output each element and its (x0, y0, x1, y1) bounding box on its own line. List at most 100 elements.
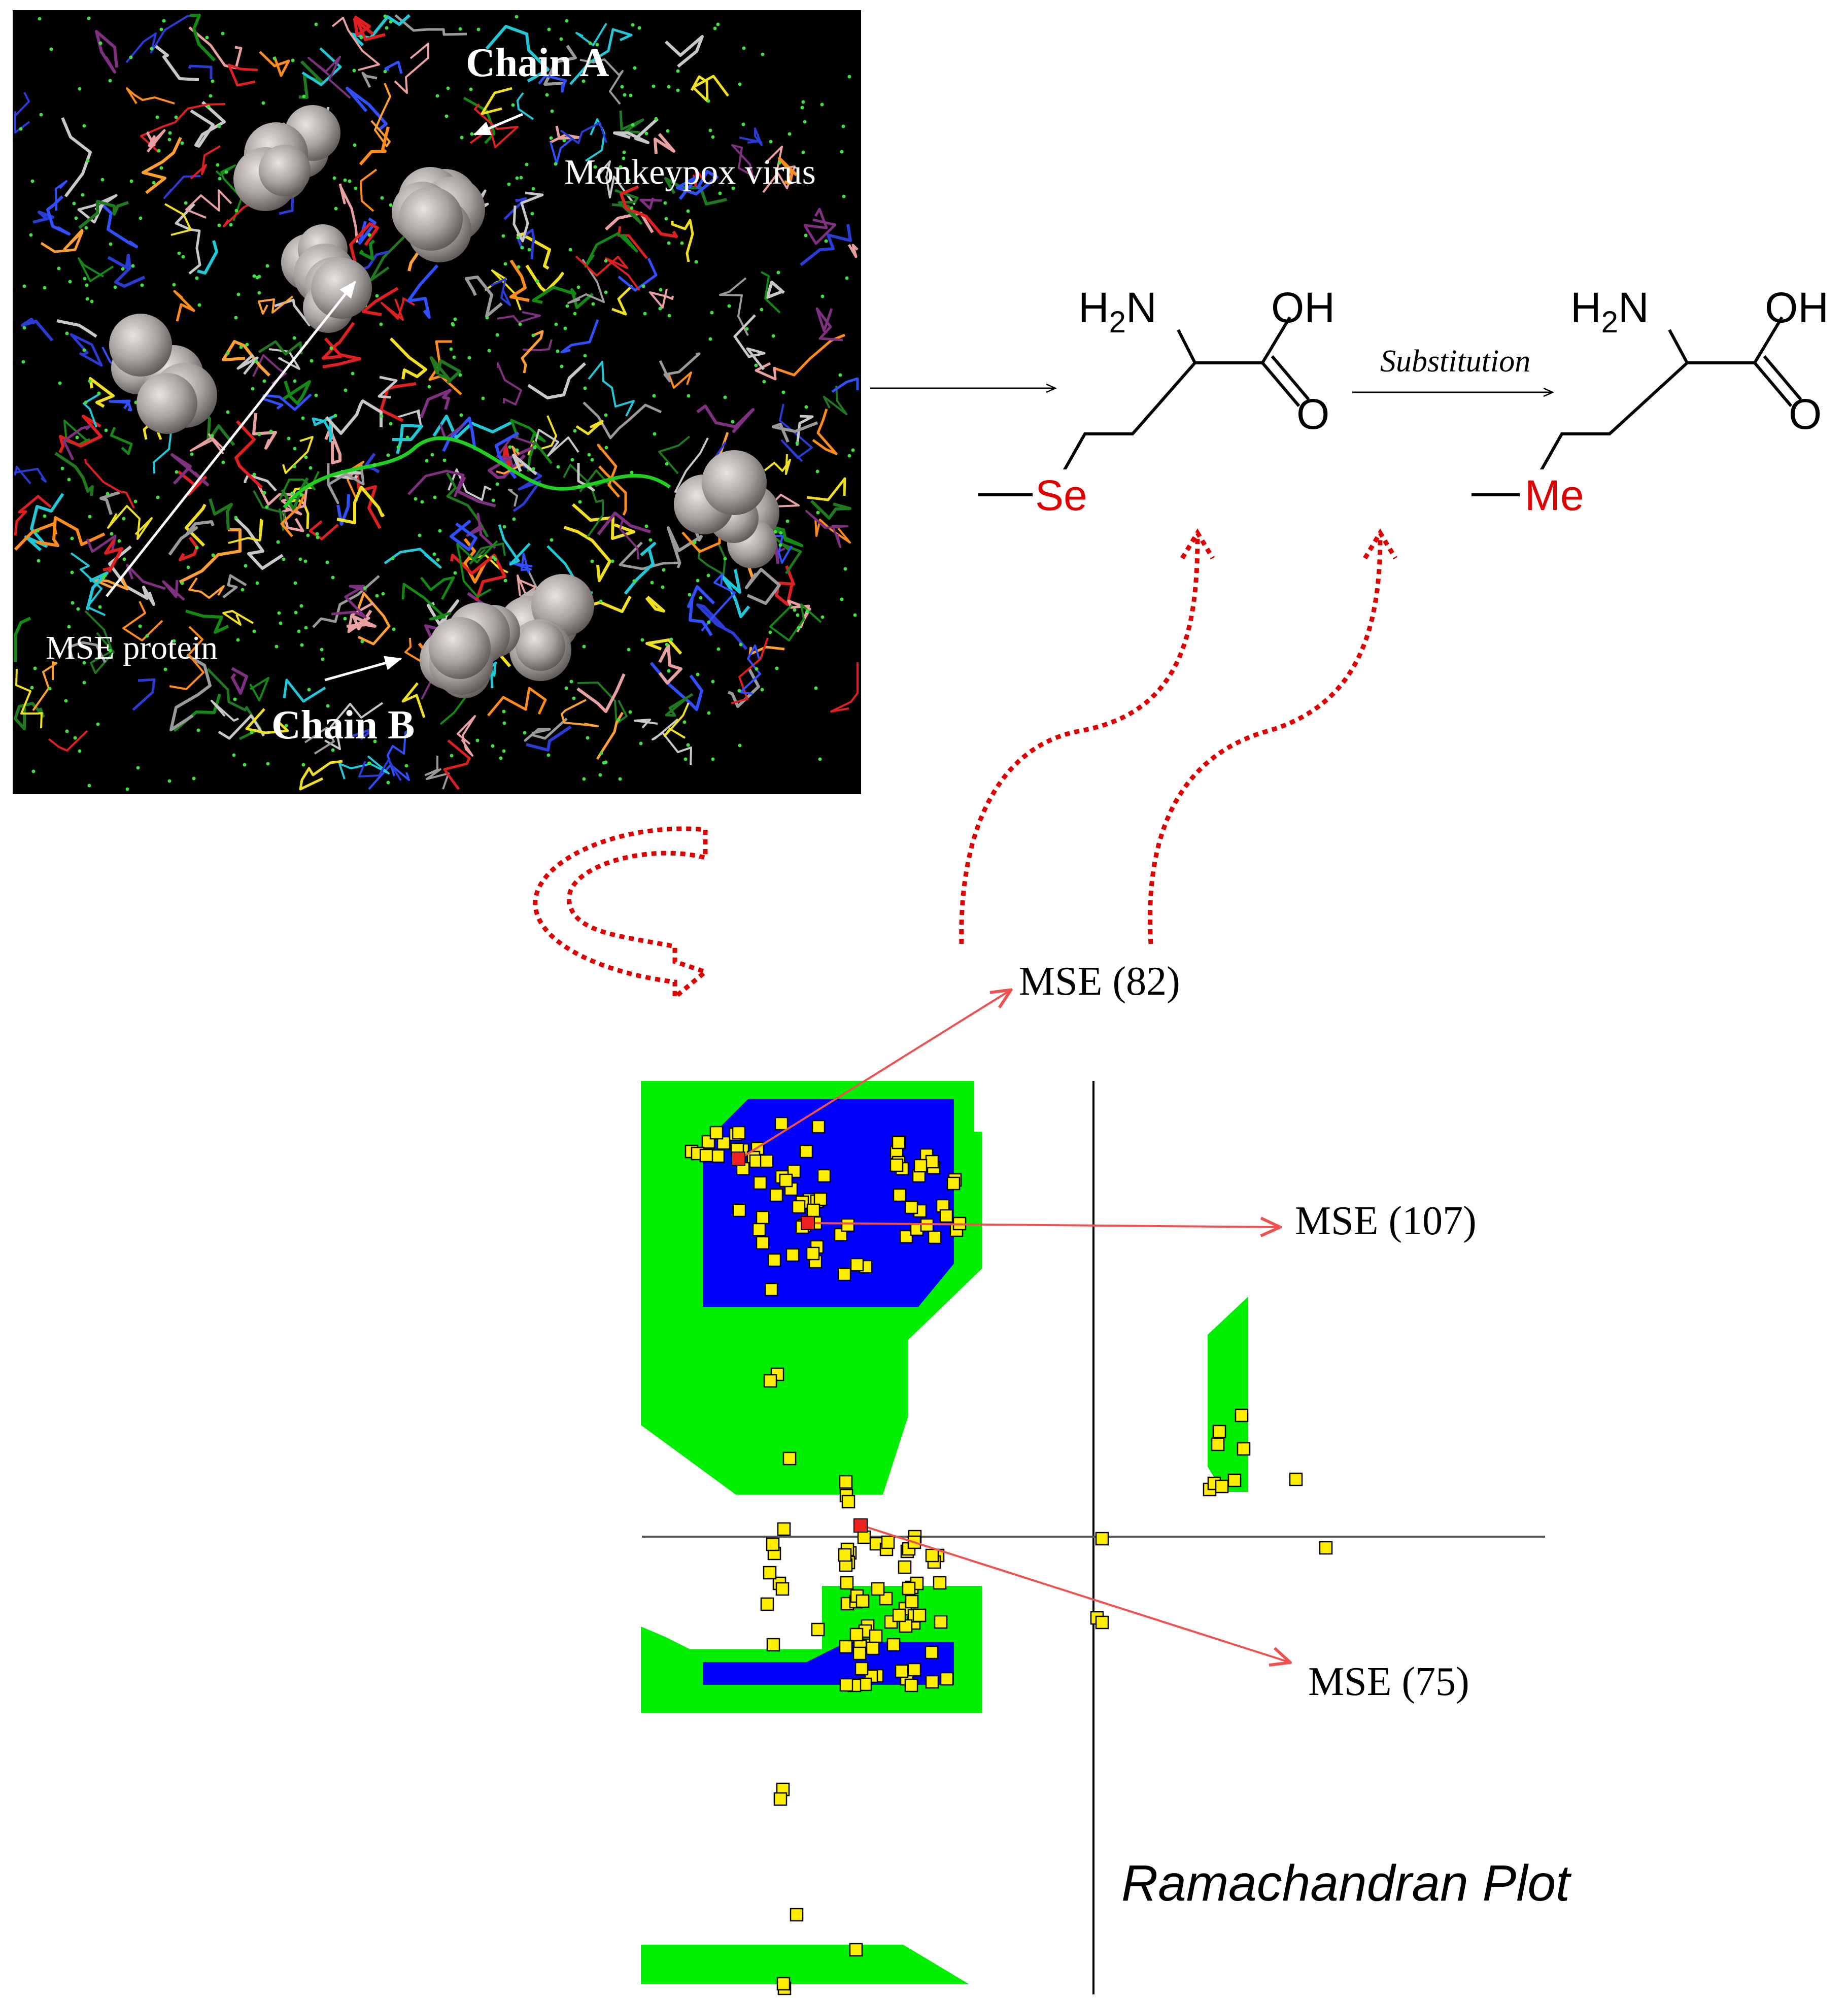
water-dot (570, 458, 574, 462)
water-dot (150, 47, 154, 51)
residue-point (881, 1535, 895, 1549)
protein-bond-segment (584, 232, 638, 268)
protein-bond-segment (336, 486, 385, 524)
water-dot (840, 597, 844, 601)
water-dot (180, 581, 184, 585)
protein-bond-segment (830, 662, 859, 713)
water-dot (771, 334, 775, 338)
water-dot (640, 638, 644, 642)
protein-bond-segment (564, 526, 611, 582)
water-dot (591, 302, 595, 306)
mse-75-pointer (860, 1524, 1289, 1662)
water-dot (706, 573, 710, 578)
water-dot (550, 109, 554, 113)
protein-bond-segment (583, 401, 662, 439)
water-dot (776, 270, 780, 275)
water-dot (168, 131, 172, 135)
residue-point (763, 1374, 777, 1388)
water-dot (453, 571, 457, 575)
protein-bond-segment (639, 197, 662, 210)
water-dot (518, 322, 522, 326)
protein-bond-segment (526, 725, 572, 752)
protein-bond-segment (561, 699, 599, 727)
residue-point (925, 1645, 939, 1659)
residue-point (940, 1672, 954, 1686)
water-dot (82, 124, 86, 128)
protein-bond-segment (234, 517, 284, 570)
protein-bond-segment (107, 254, 146, 288)
water-dot (565, 19, 569, 23)
water-dot (389, 422, 393, 426)
protein-bond-segment (369, 235, 406, 282)
water-dot (590, 458, 594, 462)
water-dot (711, 757, 715, 761)
water-dot (577, 485, 581, 489)
mse-protein-arrow (106, 281, 356, 597)
water-dot (226, 351, 230, 355)
protein-bond-segment (466, 513, 496, 549)
water-dot (211, 553, 215, 557)
water-dot (741, 122, 745, 126)
protein-bond-segment (125, 14, 194, 63)
water-dot (233, 697, 237, 701)
water-dot (800, 106, 804, 110)
protein-bond-segment (188, 577, 225, 599)
water-dot (535, 279, 539, 283)
water-dot (367, 761, 371, 765)
water-dot (36, 529, 40, 533)
water-dot (564, 686, 568, 690)
water-dot (686, 209, 690, 213)
water-dot (838, 373, 842, 377)
water-dot (801, 100, 805, 104)
water-dot (184, 201, 188, 205)
water-dot (515, 176, 519, 180)
residue-point (699, 1148, 713, 1163)
water-dot (250, 730, 254, 734)
water-dot (392, 627, 396, 631)
residue-point (839, 1640, 853, 1654)
residue-point (855, 1594, 870, 1608)
protein-bond-segment (122, 601, 163, 641)
water-dot (572, 696, 576, 700)
protein-bond-segment (281, 477, 309, 511)
protein-bond-segment (394, 14, 467, 36)
residue-point (841, 1495, 855, 1509)
organism-label: Monkeypox virus (564, 153, 816, 192)
water-dot (549, 136, 553, 140)
protein-bond-segment (485, 25, 550, 83)
protein-bond-segment (659, 352, 701, 383)
water-dot (104, 428, 108, 432)
protein-bond-segment (769, 603, 822, 641)
water-dot (523, 731, 527, 735)
water-dot (177, 251, 181, 255)
protein-bond-segment (222, 340, 271, 377)
water-dot (100, 178, 105, 182)
water-dot (292, 464, 296, 468)
water-dot (265, 505, 269, 509)
water-dot (420, 500, 424, 504)
protein-bond-segment (14, 495, 52, 536)
protein-bond-segment (611, 189, 642, 225)
protein-bond-segment (595, 160, 636, 206)
residue-point (732, 1126, 746, 1140)
protein-bond-segment (664, 177, 727, 206)
water-dot (512, 517, 516, 521)
water-dot (157, 149, 161, 153)
water-dot (19, 127, 23, 131)
water-dot (373, 739, 377, 743)
water-dot (70, 536, 74, 540)
protein-bond-segment (234, 420, 263, 489)
protein-bond-segment (778, 157, 798, 185)
water-dot (269, 429, 273, 433)
water-dot (272, 56, 277, 60)
water-dot (372, 463, 377, 467)
water-dot (708, 337, 712, 341)
water-dot (491, 555, 495, 559)
protein-bond-segment (349, 222, 379, 265)
water-dot (476, 27, 481, 31)
protein-bond-segment (299, 760, 343, 791)
water-dot (257, 432, 261, 436)
water-dot (531, 467, 535, 471)
me-amine-bond (1668, 329, 1689, 364)
protein-bond-segment (497, 311, 541, 323)
